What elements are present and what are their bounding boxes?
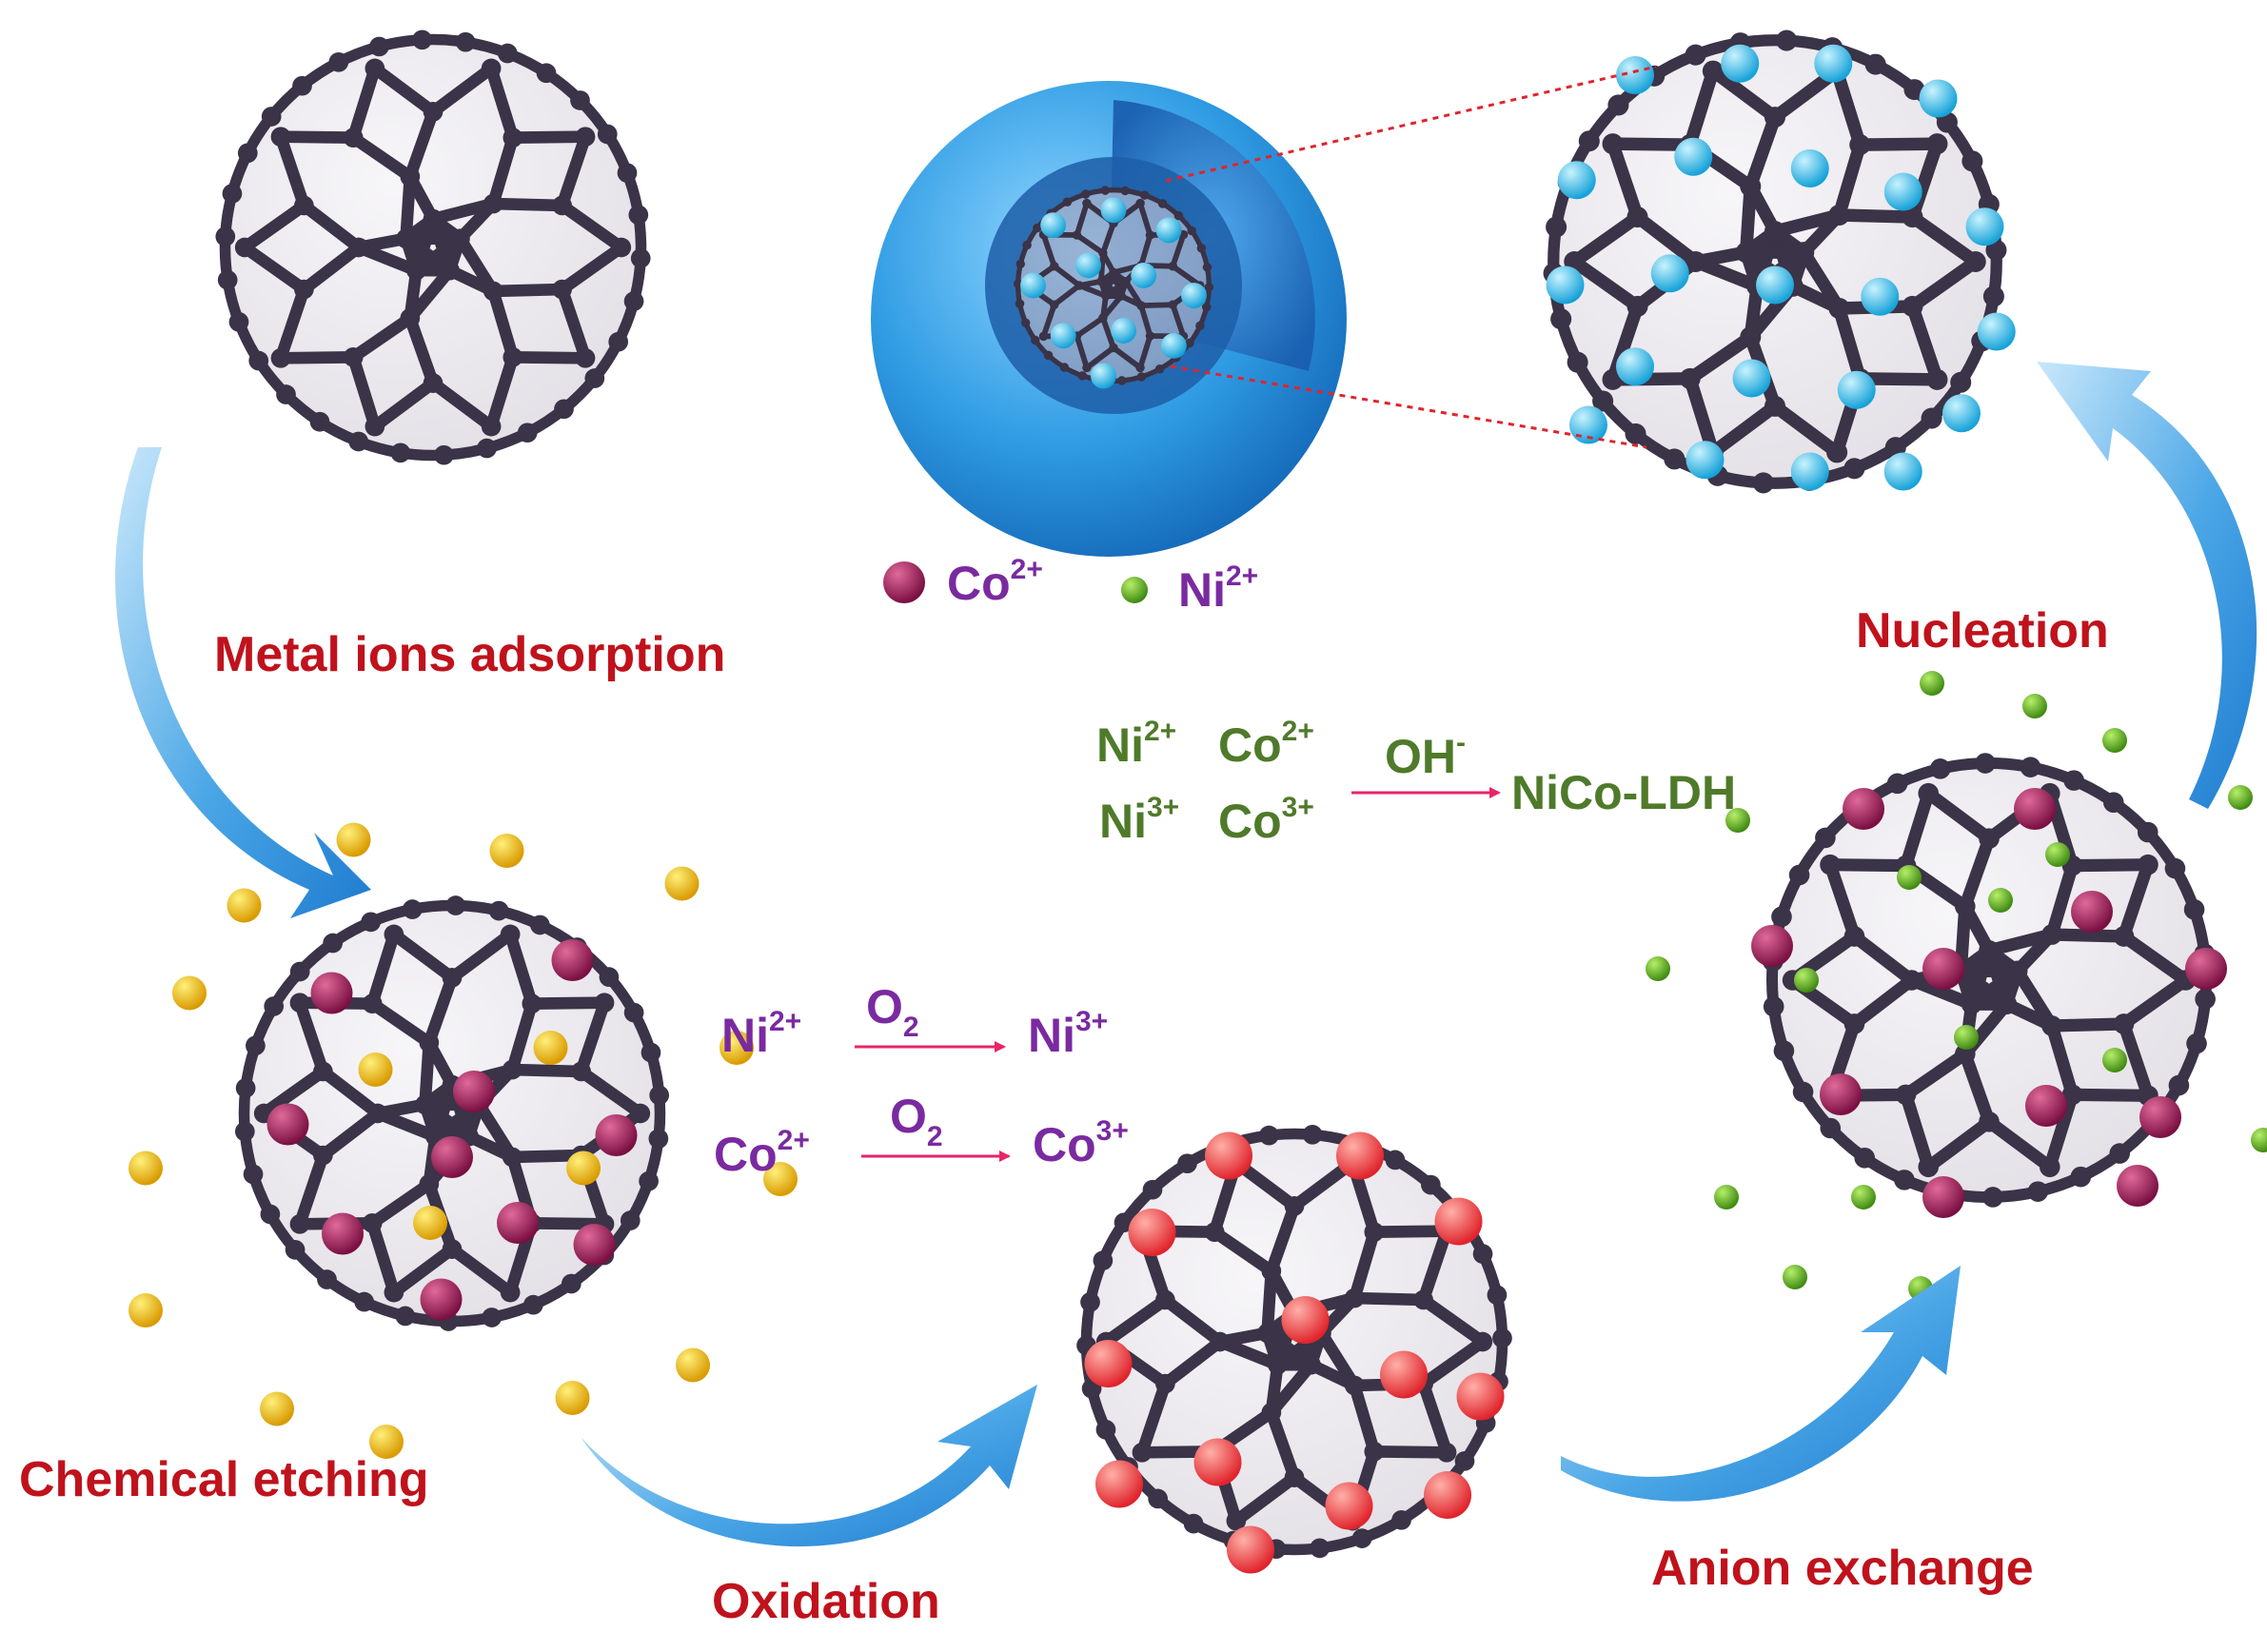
process-arrows: [115, 362, 2257, 1547]
arrow-oxidation-to-anion: [1561, 1266, 1961, 1502]
co-oxidation-oxidant: O2: [890, 1090, 943, 1152]
ni-oxidation-product: Ni3+: [1028, 1006, 1108, 1062]
zoom-lines: [1165, 65, 1657, 449]
ion-legend: Co2+ Ni2+: [883, 554, 1258, 617]
legend-co: Co2+: [947, 554, 1043, 610]
label-oxidation: Oxidation: [712, 1574, 940, 1629]
label-anion-exchange: Anion exchange: [1651, 1541, 2034, 1596]
core-shell-sphere: [871, 81, 1347, 557]
ldh-reactant-co2: Co2+: [1218, 716, 1314, 772]
co-oxidation-reactant: Co2+: [714, 1125, 810, 1181]
carbon-cage-anion-exchange: [1646, 671, 2267, 1301]
carbon-cage-nucleation: [1543, 30, 2016, 494]
co-ion-legend-icon: [883, 561, 925, 603]
core-cage: [1013, 186, 1214, 389]
co-oxidation-product: Co3+: [1033, 1115, 1129, 1171]
ldh-reagent-hydroxide: OH-: [1385, 727, 1466, 783]
ldh-reactant-ni2: Ni2+: [1096, 716, 1176, 772]
label-chemical-etching: Chemical etching: [19, 1452, 429, 1507]
ldh-equation: Ni2+ Co2+ Ni3+ Co3+ OH- NiCo-LDH: [1096, 716, 1736, 848]
arrow-adsorption-to-etching: [115, 447, 372, 918]
ldh-product: NiCo-LDH: [1511, 766, 1736, 819]
ni-oxidation-reactant: Ni2+: [721, 1006, 801, 1062]
carbon-cage-oxidized: [1076, 1124, 1512, 1574]
label-nucleation: Nucleation: [1856, 603, 2109, 659]
oxidation-equations: Ni2+ O2 Ni3+ Co2+ O2 Co3+: [714, 980, 1129, 1181]
legend-ni: Ni2+: [1178, 560, 1258, 617]
ni-ion-legend-icon: [1121, 577, 1148, 603]
arrow-etching-to-oxidation: [581, 1385, 1037, 1547]
carbon-cage-etching: [128, 822, 798, 1459]
ldh-reactant-co3: Co3+: [1218, 792, 1314, 848]
ldh-reactant-ni3: Ni3+: [1099, 792, 1179, 848]
ni-oxidation-oxidant: O2: [866, 980, 919, 1043]
carbon-cage-pristine: [215, 30, 651, 465]
arrow-anion-to-nucleation: [2037, 362, 2257, 809]
label-metal-ions-adsorption: Metal ions adsorption: [214, 627, 725, 682]
